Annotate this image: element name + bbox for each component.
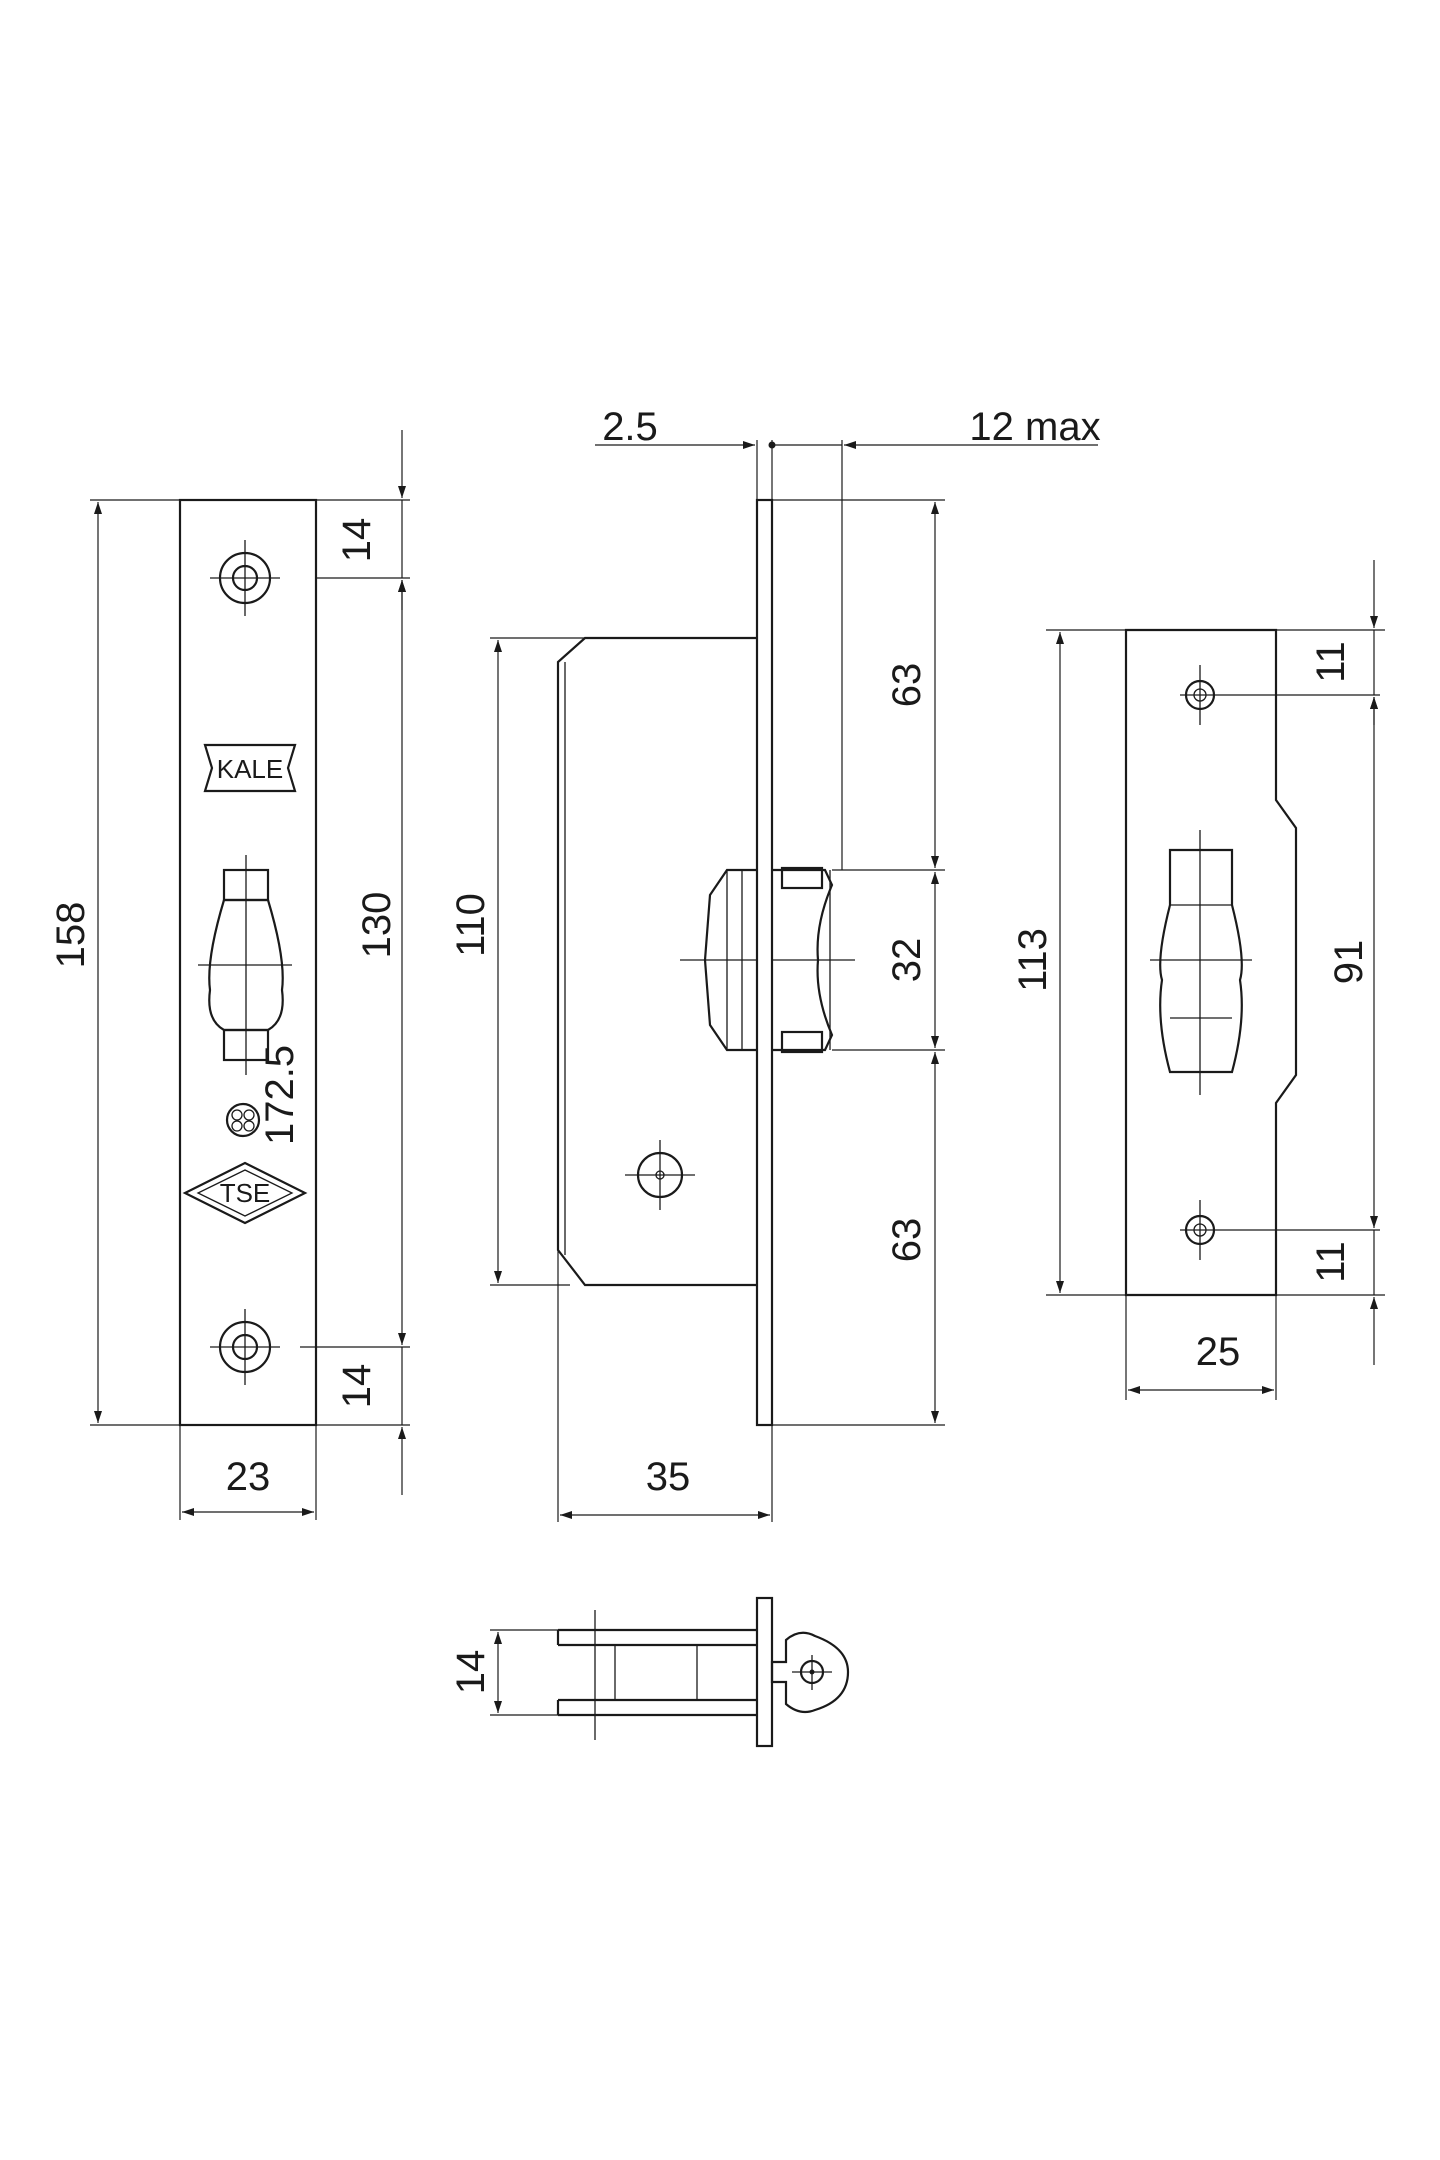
faceplate-latch-opening: [198, 855, 292, 1075]
svg-text:TSE: TSE: [220, 1178, 271, 1208]
dim-label-91: 91: [1327, 940, 1371, 985]
dim-label-2-5: 2.5: [602, 405, 658, 449]
dim-label-158: 158: [49, 902, 93, 969]
dim-label-63-upper: 63: [885, 663, 929, 708]
tse-logo: TSE: [182, 1161, 308, 1225]
faceplate-outline: [178, 498, 318, 1427]
dim-label-35: 35: [646, 1455, 691, 1499]
side-latch: [772, 866, 855, 1054]
strike-plate-view: 113 11 91 11 25: [1011, 560, 1385, 1400]
side-view: 2.5 12 max 63 32 63 110 35: [449, 405, 1101, 1522]
lock-body-outline: [556, 636, 757, 1287]
dim-label-strike-top-11: 11: [1309, 641, 1353, 683]
dim-label-32: 32: [885, 938, 929, 983]
dim-label-25: 25: [1196, 1330, 1241, 1374]
dim-label-top-14: 14: [449, 1650, 493, 1695]
dim-label-63-lower: 63: [885, 1218, 929, 1263]
top-view: 14: [449, 1596, 850, 1748]
dim-label-23: 23: [226, 1455, 271, 1499]
svg-text:KALE: KALE: [217, 754, 284, 784]
dim-label-113: 113: [1011, 928, 1055, 992]
dim-label-faceplate-top-14: 14: [335, 518, 379, 563]
strike-plate-outline: [1124, 628, 1298, 1297]
dim-label-faceplate-bottom-14: 14: [335, 1364, 379, 1409]
top-roller: [770, 1631, 850, 1714]
faceplate-bottom-hole: [210, 1309, 280, 1385]
side-roller: [680, 868, 757, 1052]
faceplate-top-hole: [210, 540, 280, 616]
side-faceplate-strip: [755, 498, 774, 1427]
dim-label-strike-bottom-11: 11: [1309, 1241, 1353, 1283]
body-screw-hole: [625, 1140, 695, 1210]
backset-mark-label: 172.5: [258, 1045, 302, 1145]
strike-top-hole: [1180, 665, 1380, 725]
small-flower-icon: [225, 1102, 261, 1138]
dim-label-110: 110: [449, 893, 493, 957]
faceplate-view: KALE 172.5 TSE: [49, 430, 410, 1520]
dim-label-130: 130: [355, 892, 399, 959]
kale-logo: KALE: [203, 743, 297, 793]
strike-latch-opening: [1150, 830, 1252, 1095]
dim-label-12-max: 12 max: [969, 405, 1100, 449]
strike-bottom-hole: [1180, 1200, 1380, 1260]
